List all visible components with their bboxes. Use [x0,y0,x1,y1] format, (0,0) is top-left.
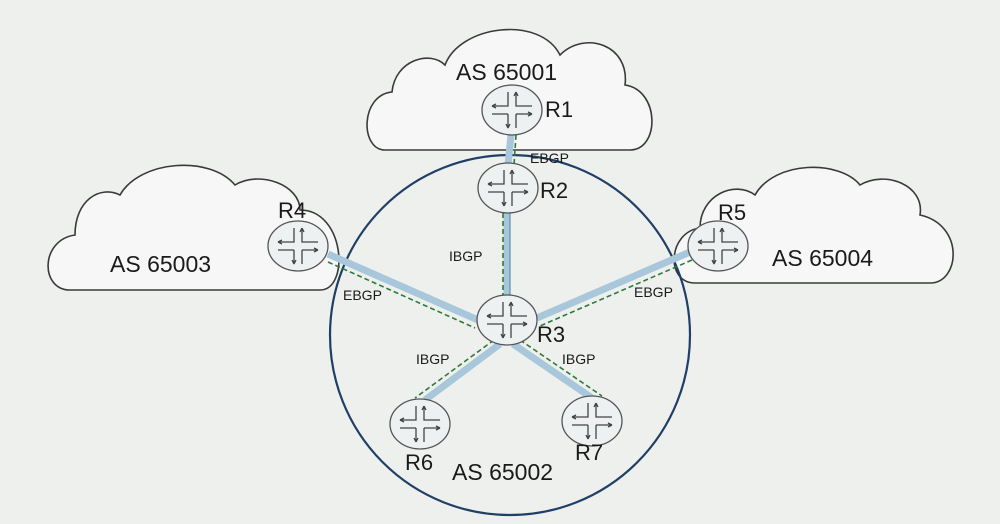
router-r3-icon[interactable] [476,294,538,346]
session-label-r3-r7: IBGP [562,351,595,367]
as-label-65004: AS 65004 [772,245,873,271]
as-label-65001: AS 65001 [456,59,557,85]
router-label-r2: R2 [540,178,568,203]
router-label-r1: R1 [545,97,573,122]
session-label-r5-r3: EBGP [634,284,673,300]
router-r6-icon[interactable] [389,398,451,450]
router-label-r5: R5 [718,200,746,225]
router-r1-icon[interactable] [481,84,543,136]
router-r7-icon[interactable] [561,395,623,447]
as-label-65002: AS 65002 [452,459,553,485]
session-label-r1-r2: EBGP [530,150,569,166]
router-label-r4: R4 [278,198,306,223]
link-r3-r7 [511,339,603,401]
router-label-r3: R3 [537,322,565,347]
router-label-r7: R7 [575,440,603,465]
link-r1-r2 [504,134,517,166]
link-r3-r6 [414,339,503,403]
router-label-r6: R6 [405,450,433,475]
session-label-r2-r3: IBGP [449,248,482,264]
cloud-as65003 [47,164,340,291]
router-r4-icon[interactable] [267,220,329,272]
link-r4-r3 [326,250,480,329]
session-label-r3-r6: IBGP [416,351,449,367]
link-r2-r3 [502,213,511,296]
as-label-65003: AS 65003 [110,251,211,277]
router-r2-icon[interactable] [477,162,539,214]
link-r5-r3 [535,248,693,327]
session-label-r4-r3: EBGP [343,287,382,303]
router-r5-icon[interactable] [687,220,749,272]
